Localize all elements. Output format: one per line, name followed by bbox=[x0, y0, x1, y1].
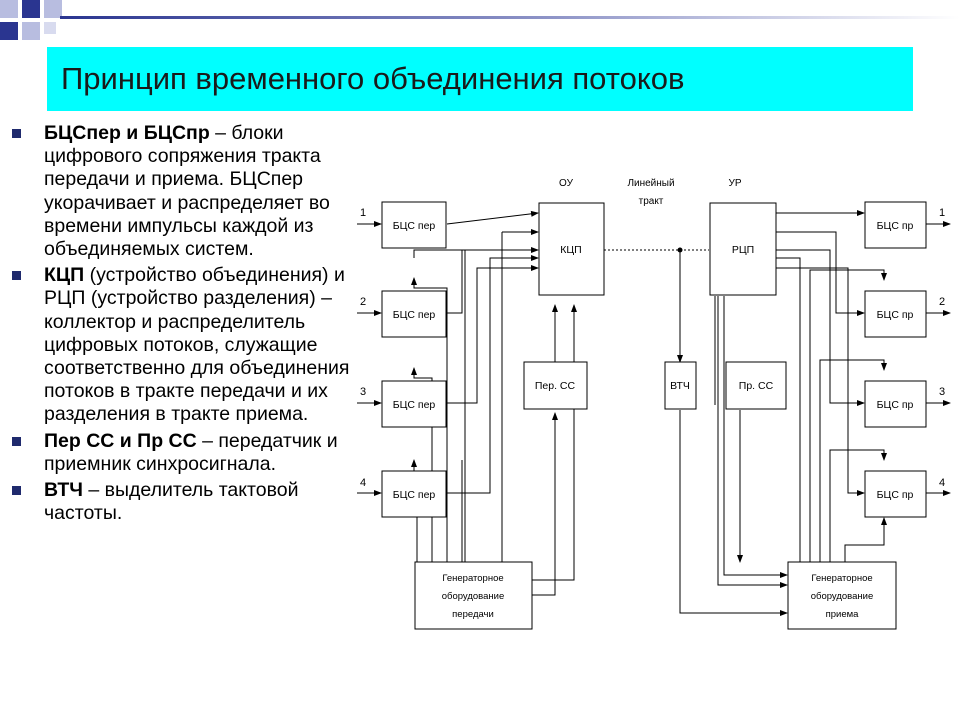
per-ss-block bbox=[523, 361, 588, 410]
bcs-pr-label: БЦС пр bbox=[877, 399, 914, 411]
bcs-per-label: БЦС пер bbox=[393, 489, 436, 501]
channel-number: 4 bbox=[939, 477, 945, 489]
bcs-per-block bbox=[381, 380, 447, 428]
bcs-per-block bbox=[381, 290, 447, 338]
corner-decoration bbox=[0, 0, 960, 40]
list-item: БЦСпер и БЦСпр – блоки цифрового сопряже… bbox=[12, 122, 364, 261]
bcs-pr-label: БЦС пр bbox=[877, 489, 914, 501]
channel-number: 4 bbox=[360, 477, 366, 489]
bullet-term: БЦСпер и БЦСпр bbox=[44, 122, 210, 144]
bullet-term: Пер СС и Пр СС bbox=[44, 429, 197, 452]
gen-rx-label-line: приема bbox=[826, 609, 860, 620]
bcs-pr-label: БЦС пр bbox=[877, 309, 914, 321]
block-diagram: БЦС пер БЦС пер БЦС пер БЦС пер КЦП Пер.… bbox=[357, 178, 951, 630]
pr-ss-block bbox=[725, 361, 787, 410]
channel-number: 1 bbox=[360, 207, 366, 219]
junction-dot bbox=[677, 247, 683, 253]
list-item: Пер СС и Пр СС – передатчик и приемник с… bbox=[12, 430, 364, 476]
bullet-text: – передатчик и приемник синхросигнала. bbox=[44, 429, 338, 475]
gen-rx-label-line: Генераторное bbox=[811, 573, 872, 584]
kcp-label: КЦП bbox=[560, 244, 581, 256]
rcp-label: РЦП bbox=[732, 244, 754, 256]
page-title: Принцип временного объединения потоков bbox=[61, 61, 685, 96]
bcs-per-block bbox=[381, 470, 447, 518]
channel-number: 1 bbox=[939, 207, 945, 219]
bullet-list: БЦСпер и БЦСпр – блоки цифрового сопряже… bbox=[12, 122, 364, 528]
bcs-pr-block bbox=[864, 380, 927, 428]
gen-tx-label-line: Генераторное bbox=[442, 573, 503, 584]
bcs-per-label: БЦС пер bbox=[393, 399, 436, 411]
bcs-pr-block bbox=[864, 470, 927, 518]
bcs-per-block bbox=[381, 201, 447, 249]
square-bullet-icon bbox=[12, 129, 21, 138]
vtch-label: ВТЧ bbox=[670, 380, 690, 392]
channel-number: 3 bbox=[939, 386, 945, 398]
bullet-text: – блоки цифрового сопряжения тракта пере… bbox=[44, 122, 330, 261]
square-bullet-icon bbox=[12, 271, 21, 281]
channel-number: 2 bbox=[360, 296, 366, 308]
bcs-pr-label: БЦС пр bbox=[877, 220, 914, 232]
gen-tx-block bbox=[414, 561, 533, 630]
square-bullet-icon bbox=[12, 436, 21, 446]
bullet-text: (устройство объединения) и РЦП (устройст… bbox=[44, 264, 350, 426]
bcs-per-label: БЦС пер bbox=[393, 309, 436, 321]
gen-tx-label-line: передачи bbox=[452, 609, 494, 620]
channel-number: 2 bbox=[939, 296, 945, 308]
vtch-block bbox=[664, 361, 697, 410]
gen-rx-label-line: оборудование bbox=[811, 591, 874, 602]
bullet-term: КЦП bbox=[44, 264, 85, 287]
title-bar: Принцип временного объединения потоков bbox=[47, 47, 913, 111]
bullet-term: ВТЧ bbox=[44, 479, 83, 502]
channel-number: 3 bbox=[360, 386, 366, 398]
square-bullet-icon bbox=[12, 486, 21, 496]
list-item: КЦП (устройство объединения) и РЦП (устр… bbox=[12, 264, 364, 426]
per-ss-label: Пер. СС bbox=[535, 380, 576, 392]
gen-rx-block bbox=[787, 561, 897, 630]
bullet-text: – выделитель тактовой частоты. bbox=[44, 479, 299, 525]
bcs-pr-block bbox=[864, 290, 927, 338]
bcs-pr-block bbox=[864, 201, 927, 249]
line-path-label: тракт bbox=[639, 196, 664, 207]
rcp-block bbox=[709, 202, 777, 296]
line-path-label: Линейный bbox=[627, 178, 674, 189]
ou-label: ОУ bbox=[559, 178, 574, 189]
gen-tx-label-line: оборудование bbox=[442, 591, 505, 602]
bcs-per-label: БЦС пер bbox=[393, 220, 436, 232]
pr-ss-label: Пр. СС bbox=[739, 380, 774, 392]
kcp-block bbox=[538, 202, 605, 296]
list-item: ВТЧ – выделитель тактовой частоты. bbox=[12, 479, 364, 525]
ur-label: УР bbox=[728, 178, 741, 189]
